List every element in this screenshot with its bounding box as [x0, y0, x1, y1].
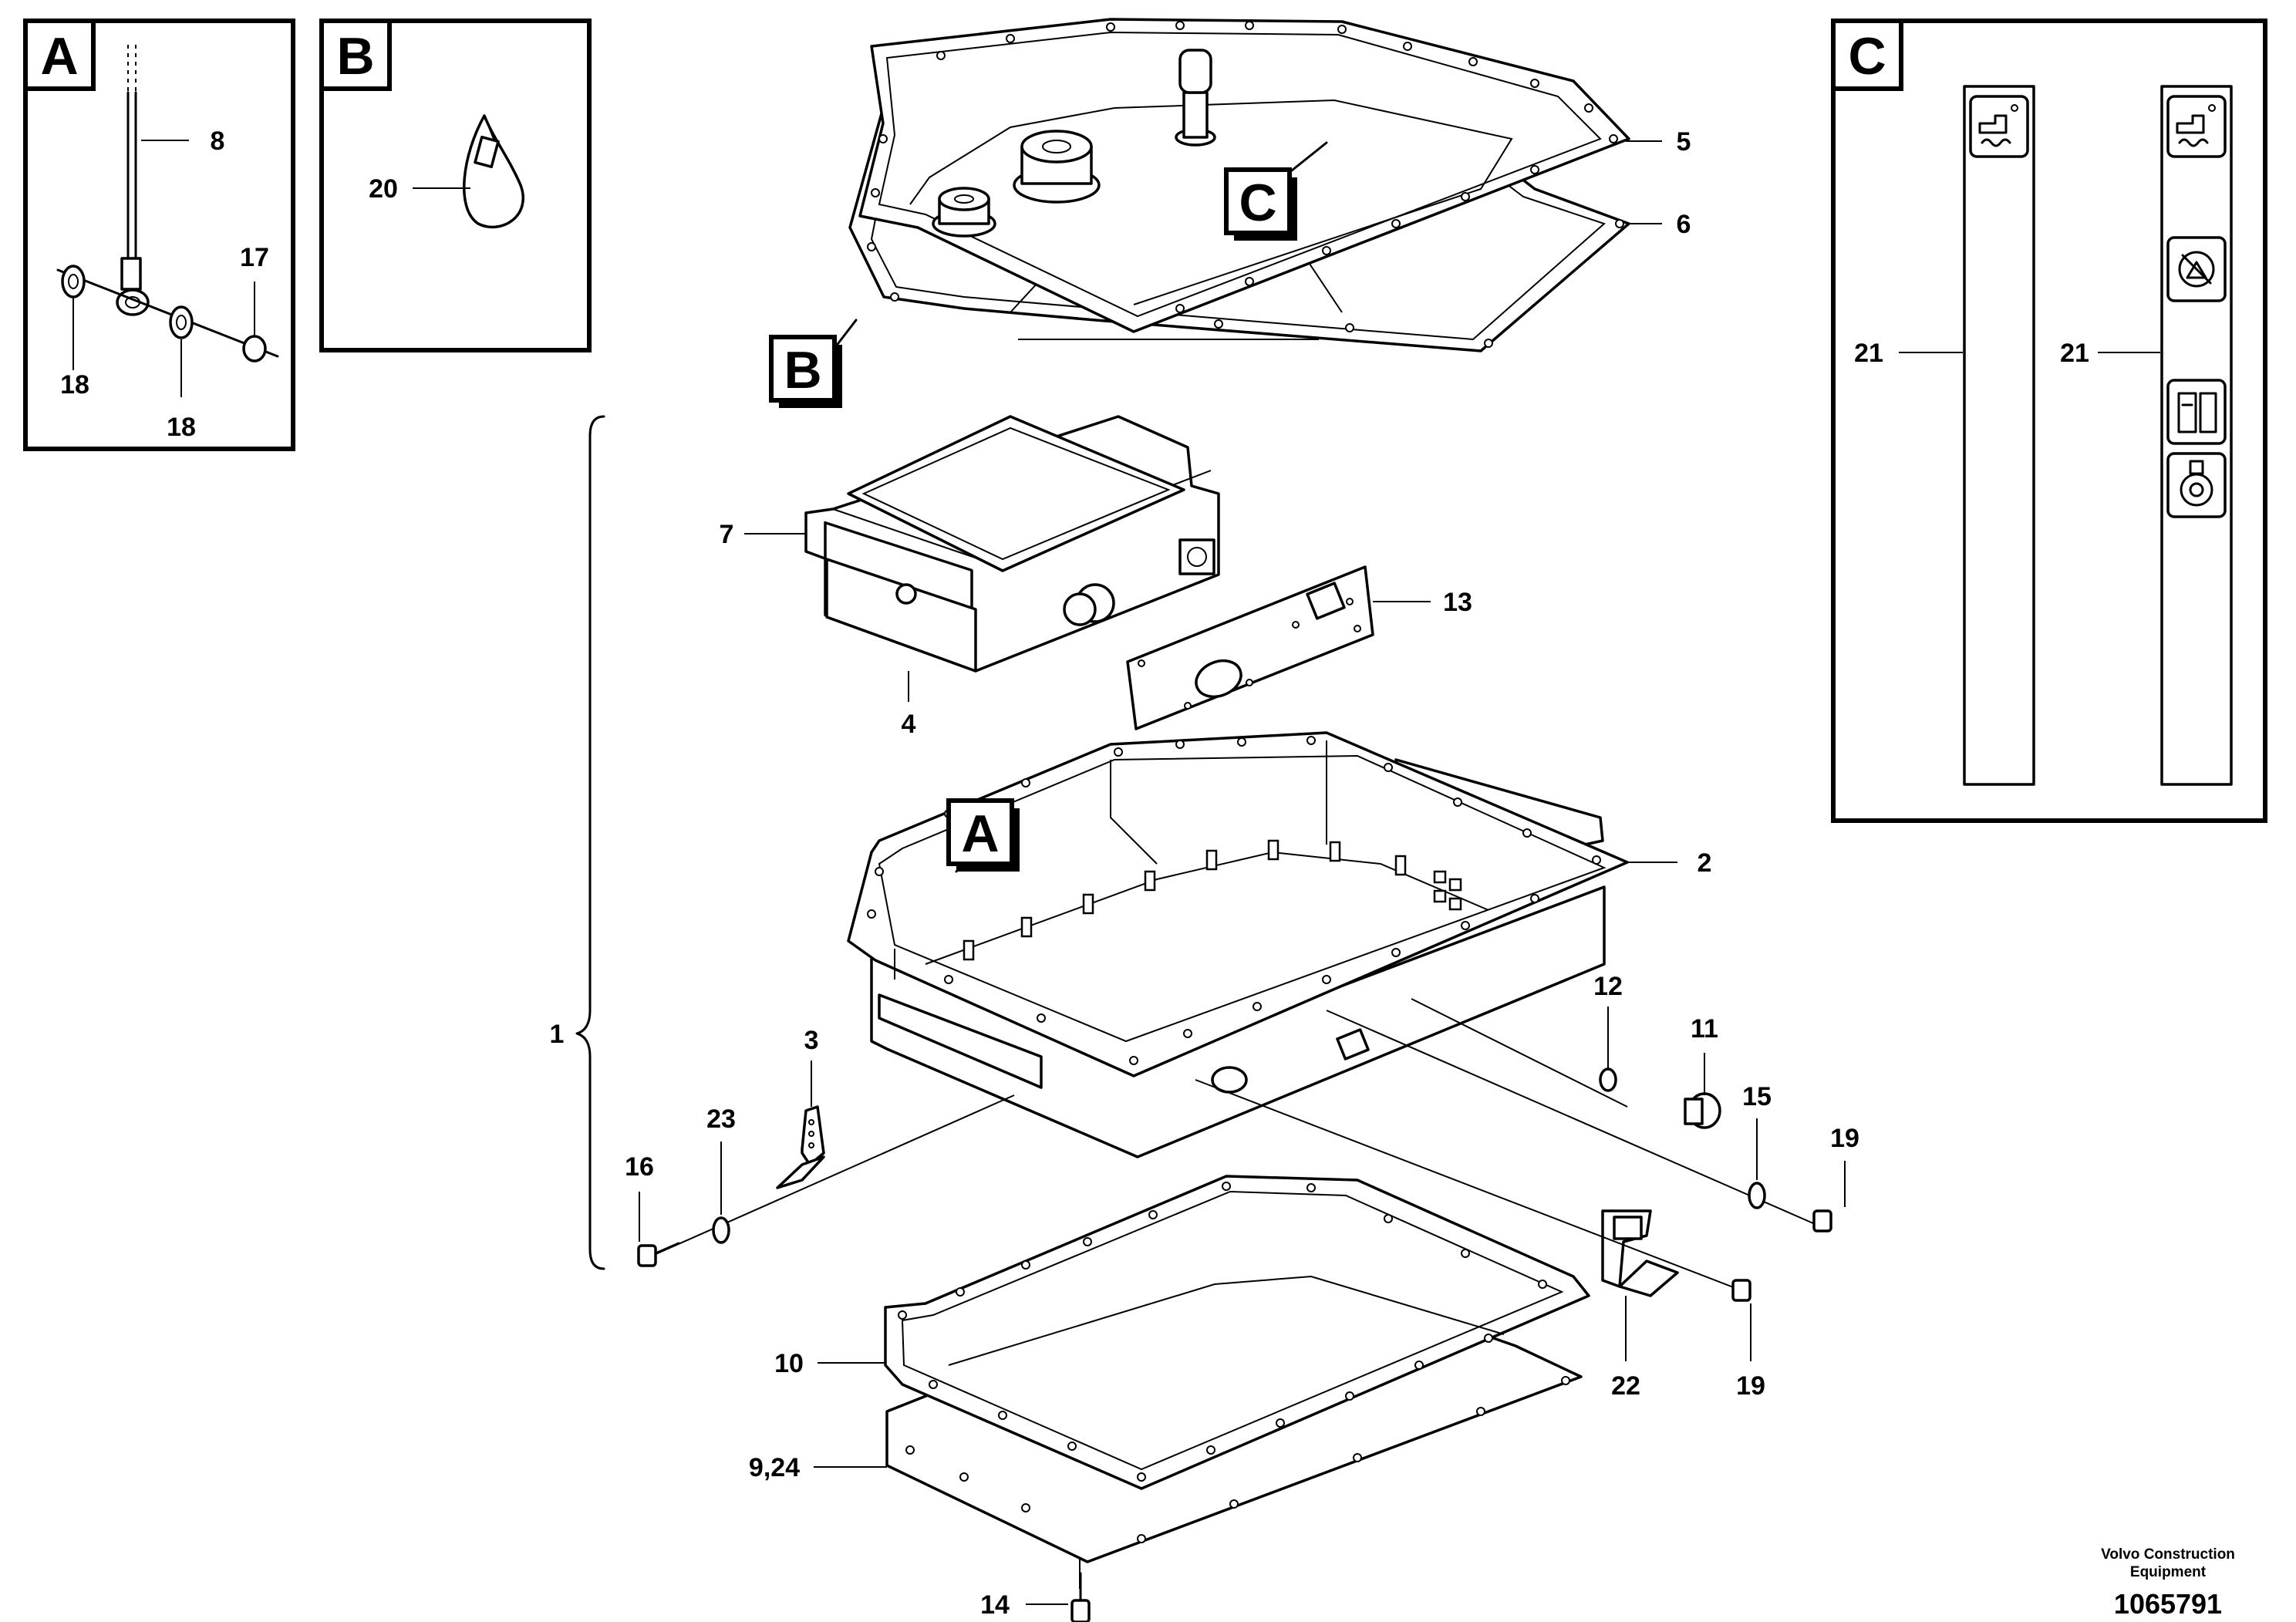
- label-9-24: 9,24: [749, 1453, 800, 1482]
- inset-c-letter-box: [1831, 19, 1903, 91]
- company-name-line1: Volvo Construction: [2101, 1546, 2235, 1563]
- hydraulic-oil-level-icon: [2176, 104, 2216, 147]
- label-15: 15: [1742, 1082, 1772, 1111]
- label-12: 12: [1593, 972, 1623, 1001]
- connector-large: [1063, 583, 1115, 626]
- plug-11: [1684, 1092, 1721, 1129]
- callout-a: A: [946, 798, 1020, 873]
- hydraulic-oil-level-icon: [1978, 104, 2018, 147]
- label-19-lower: 19: [1736, 1371, 1765, 1401]
- bottom-gasket-10: [884, 1175, 1590, 1490]
- bracket-22: [1601, 1209, 1679, 1297]
- label-3: 3: [804, 1026, 819, 1055]
- label-10: 10: [774, 1349, 804, 1378]
- inset-a-letter-box: [23, 19, 96, 91]
- company-name-line2: Equipment: [2130, 1564, 2207, 1580]
- bolt-19-right: [1812, 1209, 1832, 1233]
- inset-c-letter: C: [1848, 27, 1886, 86]
- wiring-harness-detail: [56, 45, 279, 397]
- inset-b-letter: B: [336, 27, 374, 86]
- decal-strip-right: [2160, 85, 2233, 786]
- lock-washer-15: [1748, 1182, 1766, 1209]
- bracket-3: [776, 1105, 825, 1189]
- bolt-16: [637, 1242, 680, 1267]
- breather-valve: [1175, 49, 1216, 147]
- label-21-left: 21: [1854, 339, 1883, 368]
- inset-c: C: [1831, 19, 2267, 823]
- svg-text:C: C: [1239, 174, 1276, 232]
- inset-a: A 8 17 18 18: [23, 19, 295, 451]
- inset-b-letter-box: [319, 19, 392, 91]
- label-21-right: 21: [2060, 339, 2089, 368]
- washer-23: [712, 1216, 730, 1244]
- label-23: 23: [706, 1104, 736, 1134]
- label-6: 6: [1677, 210, 1691, 239]
- bolt-14: [1070, 1572, 1091, 1622]
- label-5: 5: [1677, 127, 1691, 157]
- label-22: 22: [1611, 1371, 1640, 1401]
- label-2: 2: [1698, 848, 1712, 878]
- connector-square: [1178, 538, 1215, 575]
- mounting-plate-13: [1126, 565, 1374, 730]
- svg-text:B: B: [784, 341, 821, 400]
- label-20: 20: [369, 174, 398, 204]
- label-1: 1: [550, 1020, 565, 1049]
- bolt-19-lower: [1731, 1279, 1752, 1302]
- callout-b: B: [769, 319, 858, 408]
- label-4: 4: [902, 710, 916, 739]
- label-11: 11: [1691, 1014, 1718, 1044]
- inset-a-letter: A: [40, 27, 78, 86]
- housing-2: [847, 731, 1629, 1158]
- drawing-number: 1065791: [2114, 1588, 2222, 1620]
- inset-b: B 20: [319, 19, 592, 352]
- label-17: 17: [240, 243, 269, 272]
- cover-bolt-holes: [867, 21, 1624, 348]
- label-19-right: 19: [1830, 1124, 1859, 1153]
- cable-tie-icon: [463, 114, 524, 229]
- label-18-left: 18: [60, 370, 89, 400]
- label-13: 13: [1443, 588, 1472, 617]
- label-8: 8: [211, 126, 225, 156]
- label-16: 16: [625, 1152, 654, 1182]
- battery-warning-icon: [2177, 392, 2217, 433]
- label-18-right: 18: [167, 413, 196, 442]
- label-14: 14: [980, 1590, 1010, 1620]
- washer-12: [1599, 1067, 1617, 1092]
- filler-cap-small: [932, 187, 996, 238]
- svg-text:A: A: [961, 804, 999, 863]
- decal-strip-left: [1963, 85, 2035, 786]
- no-welding-icon: [2178, 251, 2215, 288]
- control-unit-7: [804, 415, 1220, 673]
- bottom-bolt-holes: [898, 1182, 1570, 1543]
- oil-filter-icon: [2180, 460, 2213, 507]
- filler-cap-large: [1013, 130, 1101, 204]
- callout-c: C: [1224, 141, 1328, 241]
- label-7: 7: [720, 520, 734, 549]
- assembly-brace-1: [575, 415, 605, 1270]
